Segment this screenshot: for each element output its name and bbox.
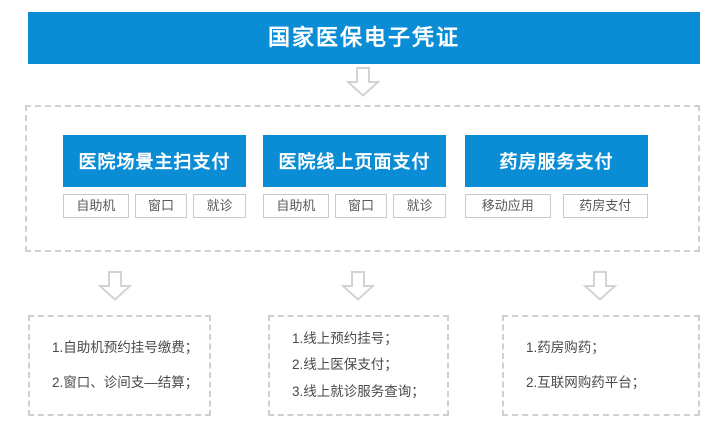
down-arrow-icon-main [346,67,380,97]
detail-line: 2.互联网购药平台； [526,374,646,390]
channel-tag[interactable]: 窗口 [334,194,388,218]
detail-line: 2.窗口、诊间支—结算； [52,374,199,390]
channel-tag[interactable]: 自助机 [63,194,129,218]
detail-line: 2.线上医保支付； [292,357,398,373]
diagram-title-banner: 国家医保电子凭证 [28,12,700,64]
channel-card-tags: 自助机 窗口 就诊 [63,194,247,218]
channel-card-title: 医院场景主扫支付 [63,135,246,187]
channel-card-tags: 自助机 窗口 就诊 [263,194,447,218]
detail-line: 3.线上就诊服务查询； [292,383,425,399]
channel-tag[interactable]: 药房支付 [562,194,648,218]
down-arrow-icon-branch-3 [583,271,617,301]
channel-tag[interactable]: 就诊 [193,194,247,218]
detail-box: 1.线上预约挂号； 2.线上医保支付； 3.线上就诊服务查询； [268,315,449,416]
channel-tag[interactable]: 就诊 [393,194,447,218]
channel-tag[interactable]: 自助机 [263,194,329,218]
channel-card-tags: 移动应用 药房支付 [465,194,648,218]
channel-group-container: 医院场景主扫支付 自助机 窗口 就诊 医院线上页面支付 自助机 窗口 就诊 药房… [25,105,700,252]
channel-tag[interactable]: 移动应用 [465,194,551,218]
page-title: 国家医保电子凭证 [267,25,460,50]
detail-line: 1.自助机预约挂号缴费； [52,340,199,356]
detail-line: 1.药房购药； [526,340,605,356]
channel-card[interactable]: 药房服务支付 移动应用 药房支付 [465,135,648,218]
channel-tag[interactable]: 窗口 [134,194,188,218]
down-arrow-icon-branch-1 [98,271,132,301]
detail-box: 1.药房购药； 2.互联网购药平台； [502,315,700,416]
channel-cards-row: 医院场景主扫支付 自助机 窗口 就诊 医院线上页面支付 自助机 窗口 就诊 药房… [27,107,698,250]
channel-card[interactable]: 医院线上页面支付 自助机 窗口 就诊 [263,135,447,218]
detail-box: 1.自助机预约挂号缴费； 2.窗口、诊间支—结算； [28,315,211,416]
channel-card-title: 药房服务支付 [465,135,648,187]
down-arrow-icon-branch-2 [341,271,375,301]
channel-card-title: 医院线上页面支付 [263,135,446,187]
channel-card[interactable]: 医院场景主扫支付 自助机 窗口 就诊 [63,135,247,218]
detail-line: 1.线上预约挂号； [292,331,398,347]
